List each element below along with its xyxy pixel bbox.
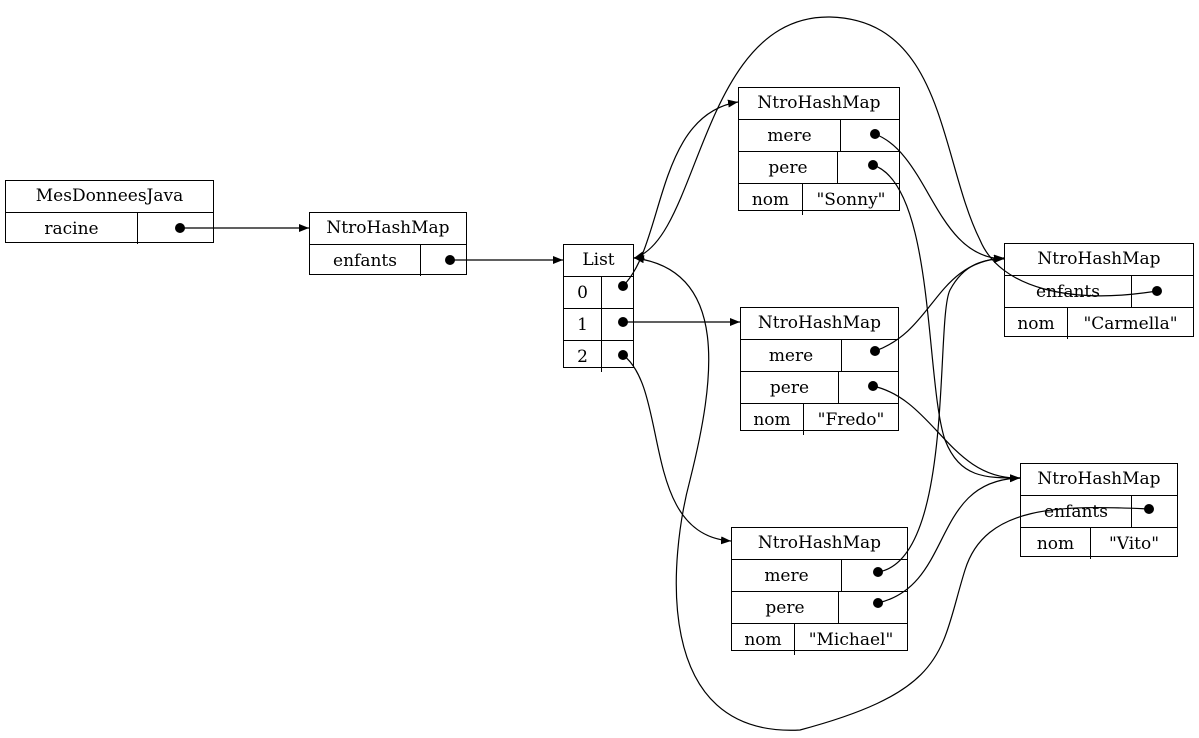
field-key: pere bbox=[739, 152, 838, 183]
field-key: nom bbox=[1021, 528, 1091, 559]
field-row-pere: pere bbox=[741, 371, 898, 403]
node-title: List bbox=[582, 250, 615, 270]
field-row-nom: nom "Michael" bbox=[732, 623, 907, 655]
list-row-0: 0 bbox=[564, 276, 633, 308]
list-row-1: 1 bbox=[564, 308, 633, 340]
field-row-mere: mere bbox=[739, 119, 899, 151]
node-title: NtroHashMap bbox=[1037, 469, 1161, 489]
node-title: MesDonneesJava bbox=[35, 186, 184, 206]
edge-list2-michael bbox=[622, 354, 732, 545]
field-value: "Fredo" bbox=[817, 409, 885, 430]
field-row-enfants: enfants bbox=[1021, 495, 1177, 527]
node-list: List 0 1 2 bbox=[563, 244, 634, 372]
field-row-enfants: enfants bbox=[1005, 275, 1193, 307]
field-key: enfants bbox=[1021, 496, 1132, 527]
edge-list0-sonny bbox=[622, 99, 739, 287]
node-carmella: NtroHashMap enfants nom "Carmella" bbox=[1004, 243, 1194, 339]
list-index: 0 bbox=[564, 277, 602, 308]
field-row-pere: pere bbox=[739, 151, 899, 183]
field-key: nom bbox=[741, 404, 804, 435]
field-value: "Carmella" bbox=[1083, 313, 1178, 334]
node-title: NtroHashMap bbox=[326, 218, 450, 238]
node-mesdonneesjava: MesDonneesJava racine bbox=[5, 180, 214, 244]
node-vito: NtroHashMap enfants nom "Vito" bbox=[1020, 463, 1178, 559]
field-key: nom bbox=[739, 184, 803, 215]
field-value: "Sonny" bbox=[816, 189, 886, 210]
field-key: mere bbox=[739, 120, 841, 151]
field-row-mere: mere bbox=[732, 559, 907, 591]
field-row-nom: nom "Fredo" bbox=[741, 403, 898, 435]
node-sonny: NtroHashMap mere pere nom "Sonny" bbox=[738, 87, 900, 215]
pointer-port bbox=[842, 340, 898, 371]
field-value: "Michael" bbox=[808, 629, 894, 650]
pointer-port bbox=[1132, 496, 1177, 527]
field-key: racine bbox=[6, 213, 138, 244]
field-key: mere bbox=[741, 340, 842, 371]
pointer-port bbox=[602, 341, 633, 372]
field-row-mere: mere bbox=[741, 339, 898, 371]
field-key: nom bbox=[1005, 308, 1068, 339]
field-key: enfants bbox=[1005, 276, 1132, 307]
node-fredo: NtroHashMap mere pere nom "Fredo" bbox=[740, 307, 899, 435]
node-michael: NtroHashMap mere pere nom "Michael" bbox=[731, 527, 908, 655]
pointer-port bbox=[839, 592, 907, 623]
field-row-nom: nom "Carmella" bbox=[1005, 307, 1193, 339]
pointer-port bbox=[1132, 276, 1193, 307]
field-key: mere bbox=[732, 560, 842, 591]
field-row-racine: racine bbox=[6, 212, 213, 244]
pointer-port bbox=[138, 213, 213, 244]
field-row-nom: nom "Sonny" bbox=[739, 183, 899, 215]
list-index: 2 bbox=[564, 341, 602, 372]
pointer-port bbox=[839, 372, 898, 403]
pointer-port bbox=[842, 560, 907, 591]
node-title: NtroHashMap bbox=[1037, 249, 1161, 269]
field-row-nom: nom "Vito" bbox=[1021, 527, 1177, 559]
field-row-enfants: enfants bbox=[310, 244, 466, 276]
field-key: nom bbox=[732, 624, 795, 655]
node-title: NtroHashMap bbox=[757, 533, 882, 553]
pointer-port bbox=[421, 245, 466, 276]
pointer-port bbox=[841, 120, 899, 151]
field-row-pere: pere bbox=[732, 591, 907, 623]
field-key: pere bbox=[741, 372, 839, 403]
list-index: 1 bbox=[564, 309, 602, 340]
field-key: enfants bbox=[310, 245, 421, 276]
field-value: "Vito" bbox=[1108, 533, 1160, 554]
pointer-port bbox=[602, 309, 633, 340]
field-key: pere bbox=[732, 592, 839, 623]
node-title: NtroHashMap bbox=[757, 313, 882, 333]
node-title: NtroHashMap bbox=[757, 93, 881, 113]
pointer-port bbox=[838, 152, 899, 183]
list-row-2: 2 bbox=[564, 340, 633, 372]
node-root-map: NtroHashMap enfants bbox=[309, 212, 467, 276]
pointer-port bbox=[602, 277, 633, 308]
